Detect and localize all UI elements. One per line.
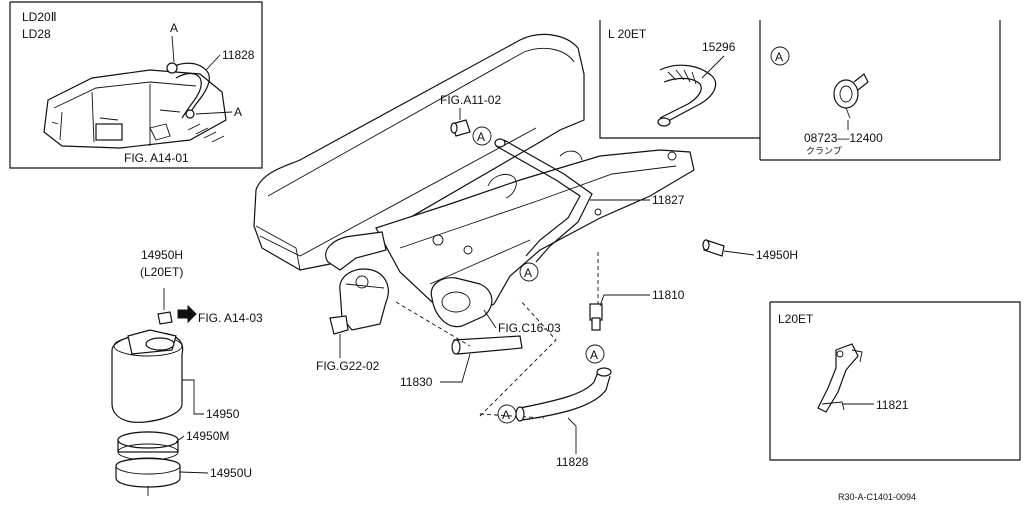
leader-11830 <box>440 353 471 383</box>
fitting-a11-end <box>450 122 458 134</box>
inset-ld-part-leader <box>205 54 221 71</box>
marker-a-hose: A <box>590 348 598 362</box>
hose-11830-dash-guide <box>479 299 557 417</box>
inset-clamp-drawing <box>833 73 869 119</box>
hose-14950h-right-end <box>702 239 710 251</box>
inset-ld-frame <box>9 1 263 169</box>
label-14950m: 14950M <box>186 429 229 443</box>
leader-fig-c16 <box>483 309 497 329</box>
filter-14950m <box>117 431 179 461</box>
inset-clamp-marker-circle <box>770 46 790 66</box>
main-labels: FIG.A11-02 A 11827 A 14950H 11810 FIG.C1… <box>140 93 798 480</box>
inset-l20et-hose: L 20ET 15296 <box>599 20 1001 161</box>
inset-ld-part-11828: 11828 <box>222 48 255 62</box>
marker-a-bottom: A <box>502 408 510 422</box>
label-14950h-right: 14950H <box>756 248 798 262</box>
inset-l20et-hose-drawing <box>657 64 717 127</box>
hose-14950h-left-drawing <box>157 311 173 325</box>
leader-14950 <box>182 379 204 415</box>
leader-14950m <box>175 435 185 443</box>
inset-ld-marker-a2-leader <box>195 111 233 115</box>
hose-11828 <box>515 367 612 422</box>
inset-ld20-ld28: LD20Ⅱ LD28 A A 11828 FIG. A14-01 <box>9 1 263 169</box>
hose-11828-dash-guide <box>479 413 545 419</box>
connector-11810 <box>589 303 603 331</box>
label-fig-c16: FIG.C16-03 <box>498 321 561 335</box>
cover-14950u <box>115 457 181 496</box>
marker-a-top-circle <box>472 126 492 146</box>
inset-ld-marker-a1-leader <box>171 35 175 63</box>
pipe-11827 <box>494 138 593 263</box>
inset-ld-marker-a2: A <box>234 105 242 119</box>
label-11830: 11830 <box>400 375 433 389</box>
leader-14950u <box>179 471 209 474</box>
hose-11830 <box>451 335 523 355</box>
engine-thermostat-housing <box>430 277 493 328</box>
label-11827: 11827 <box>652 193 685 207</box>
label-11828: 11828 <box>556 455 589 469</box>
footer-code: R30-A-C1401-0094 <box>838 492 916 502</box>
marker-a-mid-circle <box>519 262 539 282</box>
label-14950h-left: 14950H <box>141 248 183 262</box>
leader-11828 <box>567 417 577 454</box>
inset-l20et-part-15296: 15296 <box>702 40 736 54</box>
inset-ld-fig-ref: FIG. A14-01 <box>124 151 189 165</box>
canister-14950 <box>111 329 184 423</box>
label-14950: 14950 <box>206 407 240 421</box>
leader-11810 <box>599 294 650 307</box>
inset-clamp-name: クランプ <box>806 146 842 156</box>
label-fig-g22: FIG.G22-02 <box>316 359 380 373</box>
label-11810: 11810 <box>652 288 685 302</box>
inset-bracket-frame <box>769 301 1021 461</box>
label-14950h-left-note: (L20ET) <box>140 265 183 279</box>
inset-clamp-part: 08723—12400 <box>804 131 883 145</box>
label-fig-a14-03: FIG. A14-03 <box>198 311 263 325</box>
inset-ld-marker-a1: A <box>170 21 178 35</box>
marker-a-bottom-circle <box>497 404 517 424</box>
engine-rocker-cover <box>253 33 585 271</box>
marker-a-top: A <box>477 130 485 144</box>
engine-distributor <box>329 268 389 335</box>
inset-l20et-engine: L 20ET <box>608 27 647 41</box>
inset-l20et-bracket: L20ET 11821 <box>769 301 1021 461</box>
label-14950u: 14950U <box>210 466 252 480</box>
inset-ld-rocker-cover-drawing <box>43 62 227 149</box>
arrow-to-fig-a14-03 <box>177 304 197 324</box>
inset-bracket-drawing <box>817 343 863 413</box>
label-fig-a11: FIG.A11-02 <box>440 93 501 107</box>
inset-ld-engine-line1: LD20Ⅱ <box>22 10 57 24</box>
marker-a-hose-circle <box>585 344 605 364</box>
inset-clamp-frame <box>760 20 1001 161</box>
inset-clamp-marker: A <box>775 50 783 64</box>
inset-bracket-part-11821: 11821 <box>876 398 909 412</box>
leader-14950h-right <box>723 250 755 256</box>
marker-a-mid: A <box>524 266 532 280</box>
inset-clamp: A 08723—12400 クランプ <box>770 46 883 156</box>
inset-l20et-frame-left <box>599 20 760 139</box>
inset-bracket-engine: L20ET <box>778 312 814 326</box>
inset-l20et-part-leader <box>701 55 725 79</box>
canister-dash-guide <box>395 301 471 347</box>
engine-front-pipe <box>325 231 387 271</box>
inset-ld-engine-line2: LD28 <box>22 27 51 41</box>
